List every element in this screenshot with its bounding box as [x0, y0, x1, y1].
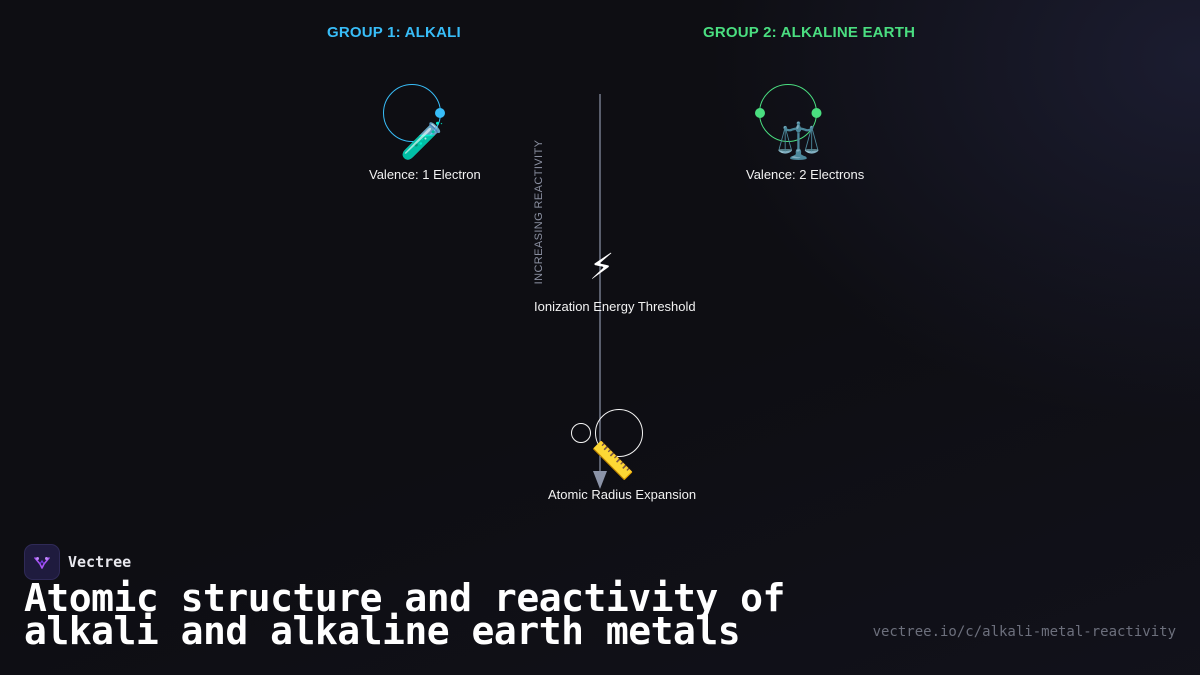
group-2-title: GROUP 2: ALKALINE EARTH: [703, 24, 916, 41]
lightning-icon: ⚡: [589, 247, 615, 288]
large-atom-circle: [595, 409, 643, 457]
page-title: Atomic structure and reactivity of alkal…: [24, 576, 785, 653]
atomic-radius-label: Atomic Radius Expansion: [548, 487, 697, 502]
vectree-logo-icon: [24, 544, 60, 580]
alkaline-earth-valence-label: Valence: 2 Electrons: [746, 167, 865, 182]
group-1-title: GROUP 1: ALKALI: [327, 24, 461, 41]
reactivity-axis-arrowhead: [593, 471, 607, 489]
alkaline-earth-electron-left: [755, 108, 765, 118]
balance-scale-icon: ⚖️: [776, 121, 821, 162]
small-atom-circle: [571, 423, 591, 443]
ruler-icon: 📏: [590, 441, 635, 482]
alkaline-earth-electron-right: [811, 108, 822, 118]
ionization-energy-label: Ionization Energy Threshold: [534, 299, 696, 314]
brand: Vectree: [24, 544, 131, 580]
brand-name: Vectree: [68, 553, 132, 571]
alkali-valence-electron: [435, 108, 445, 118]
reactivity-axis-label: INCREASING REACTIVITY: [533, 139, 545, 285]
alkali-valence-label: Valence: 1 Electron: [369, 167, 481, 182]
test-tube-icon: 🧪: [400, 121, 445, 162]
source-url[interactable]: vectree.io/c/alkali-metal-reactivity: [872, 624, 1176, 640]
